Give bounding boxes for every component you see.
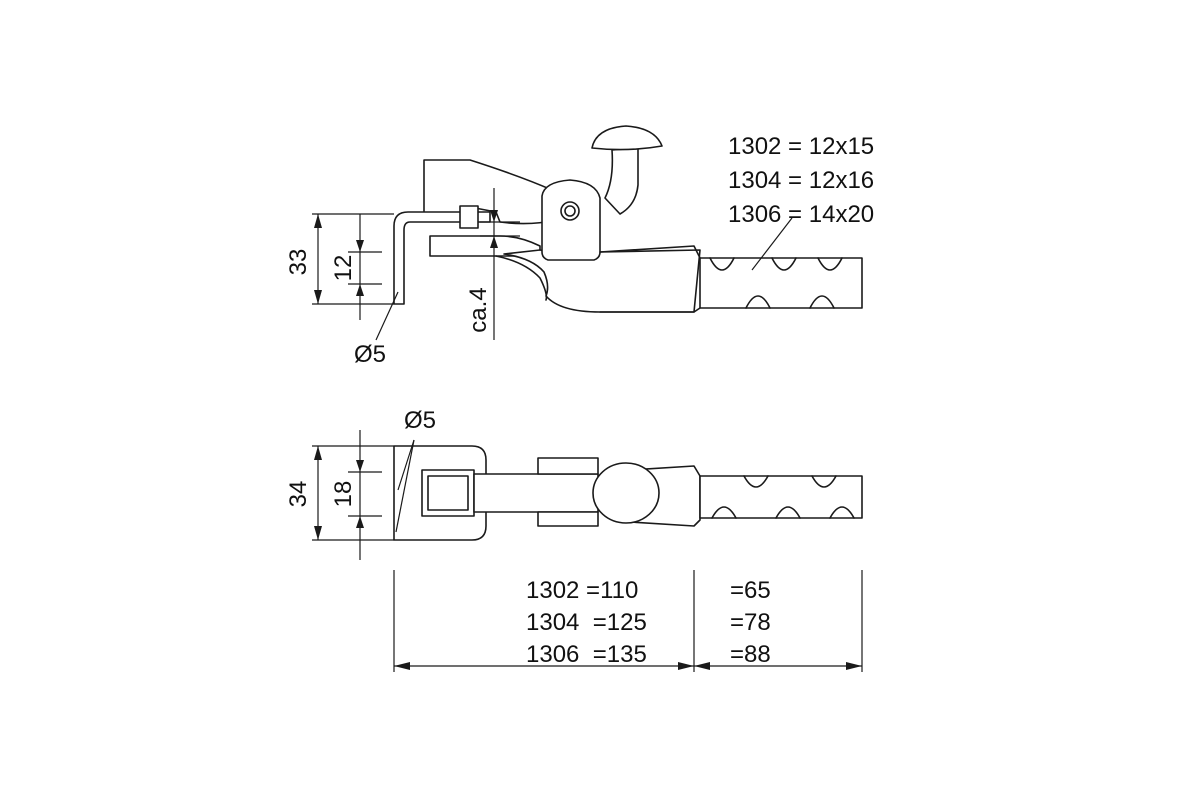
arrowhead: [678, 662, 694, 670]
handle-length-1306: =88: [730, 641, 771, 668]
handle-taper: [599, 245, 701, 313]
grip-scallop: [775, 506, 801, 519]
dia5-label: Ø5: [354, 341, 386, 368]
bent-wire: [393, 211, 491, 305]
retaining-plate: [459, 205, 479, 229]
arrowhead: [314, 214, 322, 228]
length-dimensions: 1302 =110 1304 =125 1306 =135 =65 =78 =8…: [393, 570, 863, 672]
dim-12-label: 12: [330, 255, 357, 282]
top-ear: [537, 457, 599, 475]
arrowhead: [314, 446, 322, 460]
top-view: 34 18 Ø5: [285, 407, 863, 560]
grip-scallop: [811, 475, 837, 488]
top-lever-inner: [427, 475, 469, 511]
handle-length-1304: =78: [730, 609, 771, 636]
size-spec-1306: 1306 = 14x20: [728, 201, 874, 228]
grip-scallop: [709, 257, 735, 271]
grip-scallop: [829, 506, 855, 519]
handle-body: [503, 249, 701, 313]
arrowhead: [356, 240, 364, 252]
leader-line: [375, 291, 399, 341]
size-spec-1302: 1302 = 12x15: [728, 133, 874, 160]
arrowhead: [394, 662, 410, 670]
dim-ca4-label: ca.4: [465, 287, 492, 332]
grip-handle: [699, 257, 863, 309]
arrowhead: [314, 526, 322, 540]
overall-length-1304: 1304 =125: [526, 609, 647, 636]
top-knob: [592, 462, 660, 524]
grip-scallop: [743, 475, 769, 488]
grip-scallop: [809, 295, 835, 309]
arrowhead: [846, 662, 862, 670]
top-ear: [537, 511, 599, 527]
grip-scallop: [711, 506, 737, 519]
arrowhead: [356, 284, 364, 296]
handle-length-1302: =65: [730, 577, 771, 604]
top-dia5-label: Ø5: [404, 407, 436, 434]
knob-stem: [604, 147, 639, 215]
grip-scallop: [817, 257, 843, 271]
size-spec-1304: 1304 = 12x16: [728, 167, 874, 194]
dim-18-label: 18: [330, 481, 357, 508]
arrowhead: [356, 516, 364, 528]
leader-line: [395, 439, 415, 533]
grip-scallop: [745, 295, 771, 309]
grip-scallop: [771, 257, 797, 271]
leader-line: [751, 217, 793, 271]
dim-33-label: 33: [285, 249, 312, 276]
arrowhead: [490, 210, 498, 222]
dim-34-label: 34: [285, 481, 312, 508]
arrowhead: [314, 290, 322, 304]
overall-length-1306: 1306 =135: [526, 641, 647, 668]
top-shaft: [473, 473, 599, 513]
side-view: 33 12 ca.4 Ø5 1302 = 12x15 1304 = 12x16 …: [285, 125, 874, 368]
jaw-edge: [495, 255, 548, 301]
arrowhead: [356, 460, 364, 472]
hinge-pin-inner: [564, 205, 576, 217]
leader-line: [397, 439, 415, 491]
arrowhead: [694, 662, 710, 670]
arrowhead: [490, 236, 498, 248]
mushroom-knob: [591, 125, 663, 151]
overall-length-1302: 1302 =110: [526, 577, 638, 604]
